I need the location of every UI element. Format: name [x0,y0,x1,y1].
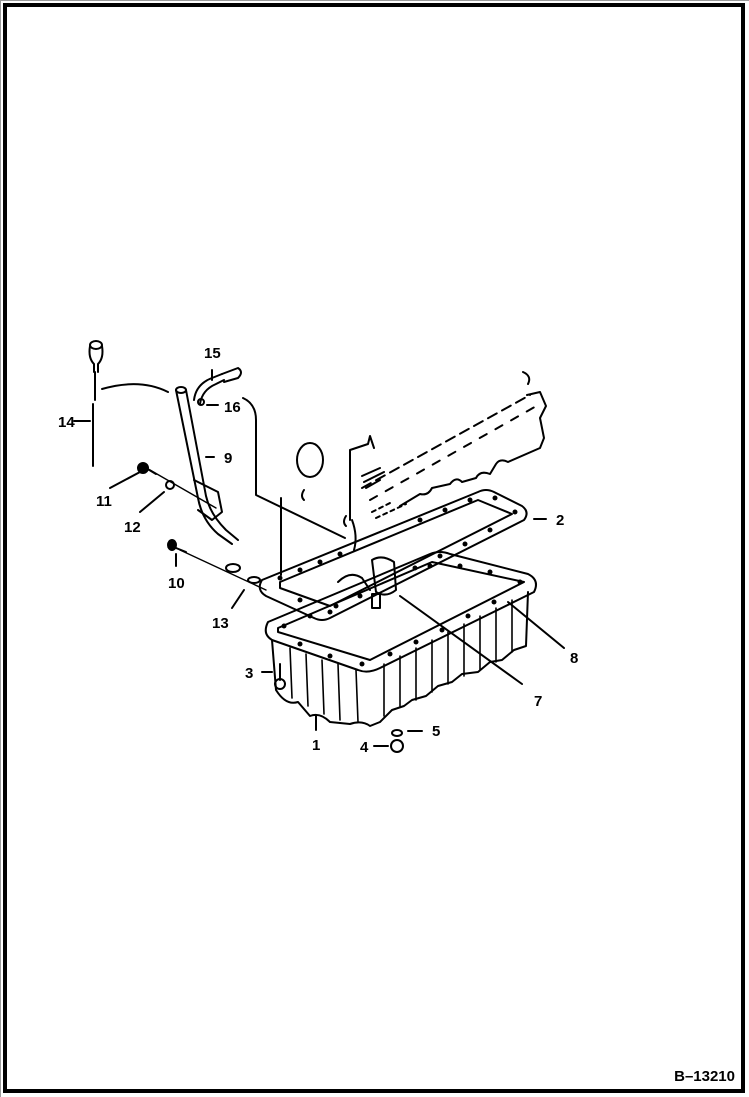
callout-4: 4 [360,739,369,756]
callout-14: 14 [58,414,75,431]
callout-16: 16 [224,399,241,416]
oil-strainer [337,556,397,609]
callout-12: 12 [124,519,141,536]
leader-lines [73,369,565,747]
oil-pan [264,551,537,727]
callout-5: 5 [432,723,441,740]
oil-pan-gasket [258,489,528,621]
callout-9: 9 [224,450,233,467]
diagram-border [3,3,745,1093]
callout-11: 11 [96,493,112,510]
callout-10: 10 [168,575,185,592]
callout-1: 1 [312,737,321,754]
callout-8: 8 [570,650,579,667]
figure-id-label: B–13210 [674,1068,735,1085]
callout-15: 15 [204,345,221,362]
callout-13: 13 [212,615,229,632]
hardware [137,462,404,753]
engine-block-outline [242,371,547,576]
callout-7: 7 [534,693,543,710]
callout-3: 3 [245,665,254,682]
dipstick [88,340,104,467]
dipstick-insert-arrow [101,383,169,393]
callout-2: 2 [556,512,565,529]
